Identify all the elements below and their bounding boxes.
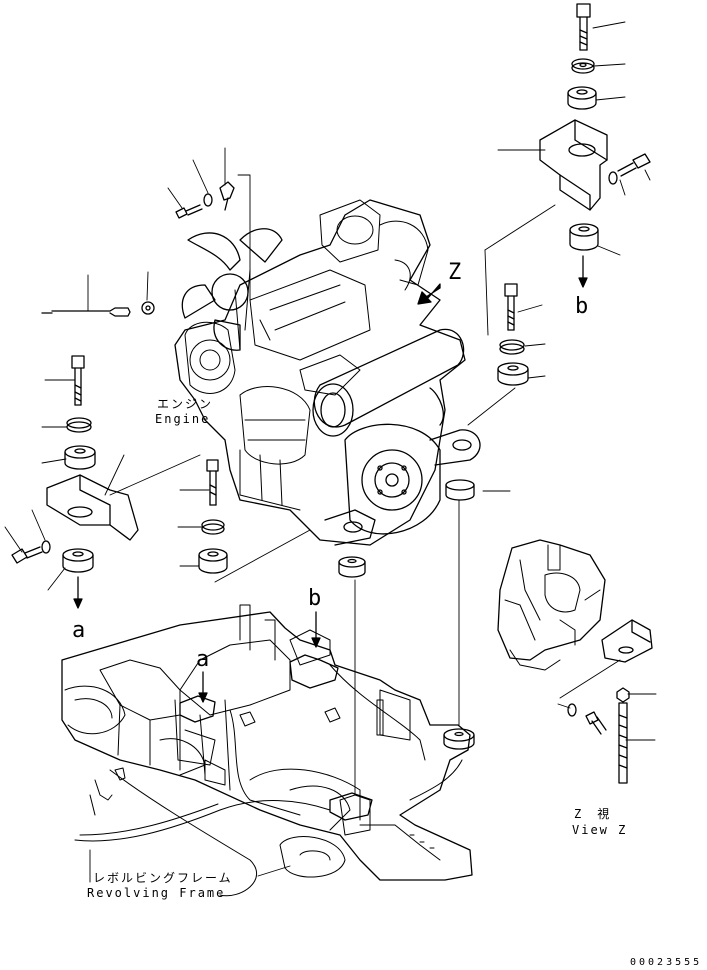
- temperature-sensor-icon: [41, 307, 131, 317]
- inset-washer-icon: [567, 703, 577, 717]
- flywheel-housing-icon: [344, 423, 441, 535]
- leader-lines: [87, 147, 251, 312]
- leader-lines: [89, 849, 291, 883]
- lower-cushion-icon: [62, 548, 94, 573]
- leader-lines: [557, 659, 657, 741]
- engine-label-jp: エンジン: [157, 397, 214, 411]
- arrow-down-icon: [198, 671, 208, 703]
- frame-mount-pad-icon: [443, 728, 475, 750]
- hose-line: [74, 759, 463, 842]
- rubber-cushion-icon: [64, 445, 96, 470]
- washer-icon: [571, 58, 595, 74]
- lower-cushion-icon: [569, 223, 599, 251]
- leader-lines: [484, 21, 651, 336]
- washer-icon: [201, 519, 225, 535]
- washer-icon: [141, 301, 155, 315]
- reference-b-frame: b: [308, 586, 322, 611]
- engine-block-outline: [174, 199, 466, 546]
- washer-icon: [66, 417, 92, 433]
- ground-terminal-icon: [219, 181, 235, 211]
- fan-side-hardware: [41, 147, 251, 317]
- center-cushion-icon: [338, 556, 366, 578]
- engine-detail-lines: [184, 199, 429, 511]
- washer-icon: [203, 193, 213, 207]
- rubber-cushion-icon: [567, 86, 597, 110]
- lower-cushion-icon: [445, 479, 475, 501]
- vertical-guide-lines: [354, 499, 460, 796]
- terminal-bolt-icon: [175, 204, 203, 219]
- frame-mount-pad-icon: [289, 654, 339, 689]
- view-z-arrow-icon: [417, 283, 441, 305]
- frame-top-plate: [61, 611, 473, 881]
- left-rear-mount-stack: [4, 355, 201, 609]
- arrow-down-icon: [73, 576, 83, 609]
- reference-b-right: b: [575, 294, 589, 319]
- right-front-mount-stack: [445, 283, 546, 501]
- revolving-frame: [61, 604, 475, 897]
- inset-bracket-icon: [601, 619, 653, 663]
- view-z-inset: [497, 539, 657, 784]
- lock-washer-icon: [608, 171, 618, 185]
- engine-label-en: Engine: [155, 412, 211, 426]
- rubber-cushion-icon: [198, 548, 228, 574]
- leader-lines: [4, 379, 201, 591]
- mount-bracket-icon: [539, 119, 608, 211]
- view-z-callout: Z: [448, 260, 462, 285]
- engine-foot-front-icon: [324, 509, 376, 546]
- bracket-bolt-icon: [11, 546, 43, 564]
- reference-a-left: a: [72, 618, 86, 643]
- washer-icon: [499, 339, 525, 355]
- frame-label-jp: レボルビングフレーム: [93, 871, 233, 885]
- frame-mount-pad-icon: [179, 695, 216, 723]
- arrow-down-icon: [578, 255, 588, 288]
- frame-label-en: Revolving Frame: [87, 886, 226, 900]
- mount-bolt-icon: [504, 283, 518, 331]
- drawing-number: 00023555: [630, 957, 703, 968]
- muffler-icon: [312, 328, 465, 437]
- reference-a-frame: a: [196, 647, 210, 672]
- inset-stud-icon: [618, 702, 628, 784]
- mount-bolt-icon: [71, 355, 85, 406]
- arrow-down-icon: [311, 611, 321, 648]
- mount-bolt-icon: [206, 459, 219, 506]
- mount-bracket-icon: [46, 474, 139, 541]
- engine-assembly: [174, 199, 481, 546]
- inset-bolt-icon: [585, 711, 607, 735]
- leader-lines: [177, 489, 311, 583]
- view-z-label-jp: Z 視: [574, 807, 612, 821]
- right-rear-mount-stack: [484, 3, 651, 336]
- rubber-cushion-icon: [497, 362, 529, 386]
- view-z-label-en: View Z: [572, 823, 628, 837]
- frame-detail-lines: [64, 604, 441, 897]
- inset-detail-lines: [504, 544, 601, 671]
- leader-lines: [467, 304, 546, 492]
- cooling-fan-icon: [181, 228, 283, 351]
- inset-engine-outline: [497, 539, 606, 661]
- mount-bolt-icon: [576, 3, 591, 51]
- left-front-mount-stack: [177, 459, 311, 583]
- lock-washer-icon: [41, 540, 51, 554]
- frame-mount-pad-icon: [329, 792, 373, 821]
- engine-foot-rear-icon: [429, 429, 481, 466]
- inset-nut-icon: [616, 687, 630, 703]
- bracket-bolt-icon: [617, 153, 651, 177]
